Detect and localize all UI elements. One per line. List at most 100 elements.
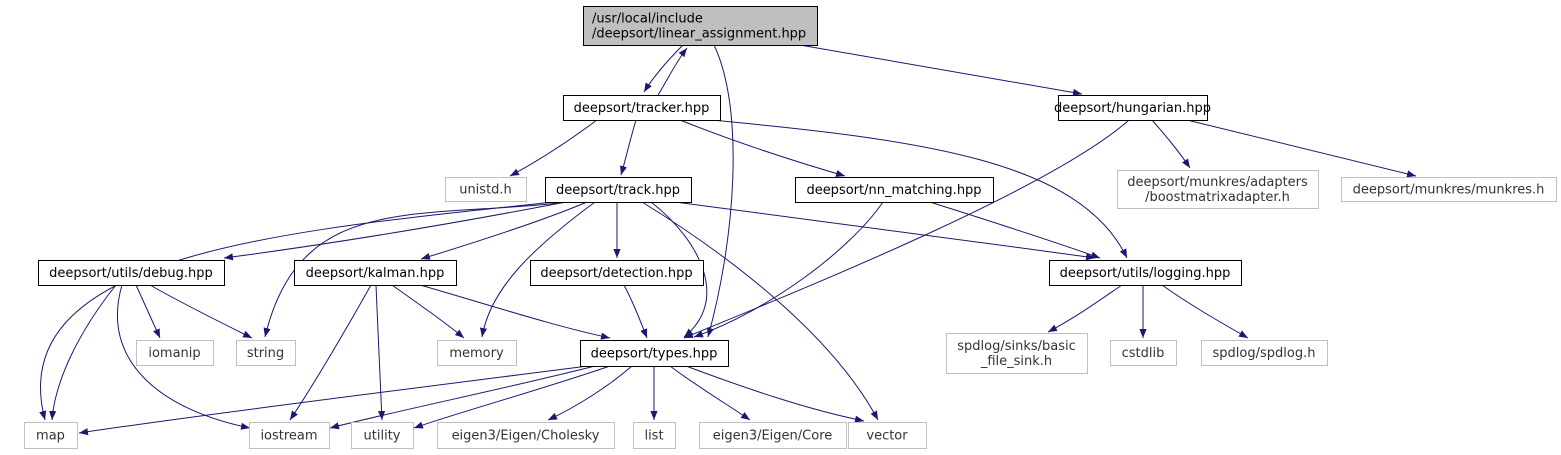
node-iomanip-box	[136, 340, 214, 366]
node-nn_matching-label-0: deepsort/nn_matching.hpp	[806, 183, 981, 198]
edge-tracker-to-logging	[711, 119, 1128, 259]
edge-debug-to-string	[149, 284, 253, 339]
edge-kalman-to-utility	[375, 284, 386, 421]
node-utility-label-0: utility	[364, 429, 401, 444]
node-debug-label-0: deepsort/utils/debug.hpp	[49, 266, 213, 281]
node-debug[interactable]: deepsort/utils/debug.hpp	[38, 260, 225, 286]
node-list: list	[633, 422, 676, 449]
edge-track-to-debug	[223, 201, 567, 261]
node-root[interactable]: /usr/local/include/deepsort/linear_assig…	[583, 6, 818, 46]
node-spdlog: spdlog/spdlog.h	[1201, 340, 1328, 366]
edge-debug-to-iostream	[116, 284, 251, 430]
node-boostmatrix-label-1: /boostmatrixadapter.h	[1145, 190, 1290, 205]
node-boostmatrix-label-0: deepsort/munkres/adapters	[1127, 175, 1308, 190]
node-utility: utility	[351, 422, 414, 449]
nodes-layer: /usr/local/include/deepsort/linear_assig…	[24, 6, 1557, 449]
node-detection[interactable]: deepsort/detection.hpp	[530, 260, 704, 286]
node-root-label-0: /usr/local/include	[592, 12, 703, 27]
node-string: string	[236, 340, 296, 366]
node-tracker[interactable]: deepsort/tracker.hpp	[563, 95, 721, 121]
node-debug-box	[38, 260, 225, 286]
node-map-label-0: map	[36, 429, 65, 444]
node-iomanip: iomanip	[136, 340, 214, 366]
node-cstdlib: cstdlib	[1110, 340, 1177, 366]
edge-track-to-logging	[674, 201, 1096, 261]
node-tracker-label-0: deepsort/tracker.hpp	[574, 101, 710, 116]
node-list-label-0: list	[644, 429, 663, 444]
node-kalman-label-0: deepsort/kalman.hpp	[306, 266, 445, 281]
edge-types-to-vector	[685, 365, 865, 423]
node-iostream-label-0: iostream	[260, 429, 317, 444]
node-iomanip-label-0: iomanip	[148, 346, 200, 361]
node-spdlog-label-0: spdlog/spdlog.h	[1213, 346, 1316, 361]
node-nn_matching-box	[795, 177, 994, 203]
node-spdlog-box	[1201, 340, 1328, 366]
node-eigen_core-box	[699, 422, 847, 449]
edge-root-to-hungarian	[799, 44, 1083, 97]
node-basic_file_sink-box	[946, 333, 1088, 374]
edge-types-to-iostream	[329, 365, 596, 430]
node-kalman-box	[294, 260, 457, 286]
edge-tracker-to-nn_matching	[679, 119, 846, 177]
node-boostmatrix: deepsort/munkres/adapters/boostmatrixada…	[1117, 170, 1319, 209]
node-map: map	[24, 422, 78, 449]
node-types[interactable]: deepsort/types.hpp	[580, 340, 729, 367]
edge-types-to-eigen_core	[669, 365, 751, 421]
node-types-label-0: deepsort/types.hpp	[591, 347, 718, 362]
node-cstdlib-box	[1110, 340, 1177, 366]
node-unistd: unistd.h	[445, 177, 527, 202]
edge-logging-to-spdlog	[1161, 284, 1249, 339]
edge-kalman-to-iostream	[289, 284, 372, 421]
edge-hungarian-to-munkres	[1186, 119, 1417, 178]
edge-track-to-string	[263, 201, 569, 338]
edge-kalman-to-types	[419, 284, 611, 340]
node-utility-box	[351, 422, 414, 449]
node-vector-label-0: vector	[866, 429, 908, 444]
node-cholesky: eigen3/Eigen/Cholesky	[437, 422, 615, 449]
edge-nn_matching-to-logging	[929, 201, 1101, 259]
edge-tracker-to-root	[657, 47, 688, 96]
node-list-box	[633, 422, 676, 449]
node-boostmatrix-box	[1117, 170, 1319, 209]
node-cholesky-label-0: eigen3/Eigen/Cholesky	[452, 429, 600, 444]
node-root-box	[583, 6, 818, 46]
node-vector: vector	[848, 422, 927, 449]
node-tracker-box	[563, 95, 721, 121]
edge-types-to-cholesky	[547, 365, 633, 421]
node-basic_file_sink-label-1: _file_sink.h	[980, 354, 1052, 369]
node-iostream-box	[249, 422, 330, 449]
node-nn_matching[interactable]: deepsort/nn_matching.hpp	[795, 177, 994, 203]
node-track[interactable]: deepsort/track.hpp	[545, 177, 692, 203]
edge-debug-to-iomanip	[135, 284, 161, 339]
node-cstdlib-label-0: cstdlib	[1122, 346, 1165, 361]
node-string-box	[236, 340, 296, 366]
node-vector-box	[848, 422, 927, 449]
node-root-label-1: /deepsort/linear_assignment.hpp	[592, 27, 806, 42]
node-logging-label-0: deepsort/utils/logging.hpp	[1060, 266, 1231, 281]
edge-hungarian-to-boostmatrix	[1151, 119, 1191, 169]
edge-debug-to-map	[49, 284, 117, 421]
node-detection-box	[530, 260, 704, 286]
node-hungarian-label-0: deepsort/hungarian.hpp	[1054, 101, 1211, 116]
node-iostream: iostream	[249, 422, 330, 449]
node-track-box	[545, 177, 692, 203]
node-unistd-label-0: unistd.h	[459, 183, 512, 198]
node-types-box	[580, 340, 729, 367]
node-munkres-label-0: deepsort/munkres/munkres.h	[1353, 183, 1545, 198]
node-basic_file_sink: spdlog/sinks/basic_file_sink.h	[946, 333, 1088, 374]
edge-tracker-to-unistd	[509, 119, 598, 177]
edge-nn_matching-to-types	[693, 201, 884, 338]
node-kalman[interactable]: deepsort/kalman.hpp	[294, 260, 457, 286]
node-unistd-box	[445, 177, 527, 202]
node-logging[interactable]: deepsort/utils/logging.hpp	[1049, 260, 1242, 286]
edge-types-to-map	[78, 365, 589, 436]
edge-track-to-kalman	[420, 201, 588, 260]
edge-tracker-to-track	[620, 119, 637, 176]
node-memory: memory	[437, 340, 517, 366]
node-track-label-0: deepsort/track.hpp	[556, 183, 680, 198]
node-hungarian[interactable]: deepsort/hungarian.hpp	[1054, 95, 1211, 121]
edge-detection-to-types	[623, 284, 648, 339]
edge-kalman-to-memory	[391, 284, 465, 339]
edge-logging-to-basic_file_sink	[1047, 284, 1123, 333]
